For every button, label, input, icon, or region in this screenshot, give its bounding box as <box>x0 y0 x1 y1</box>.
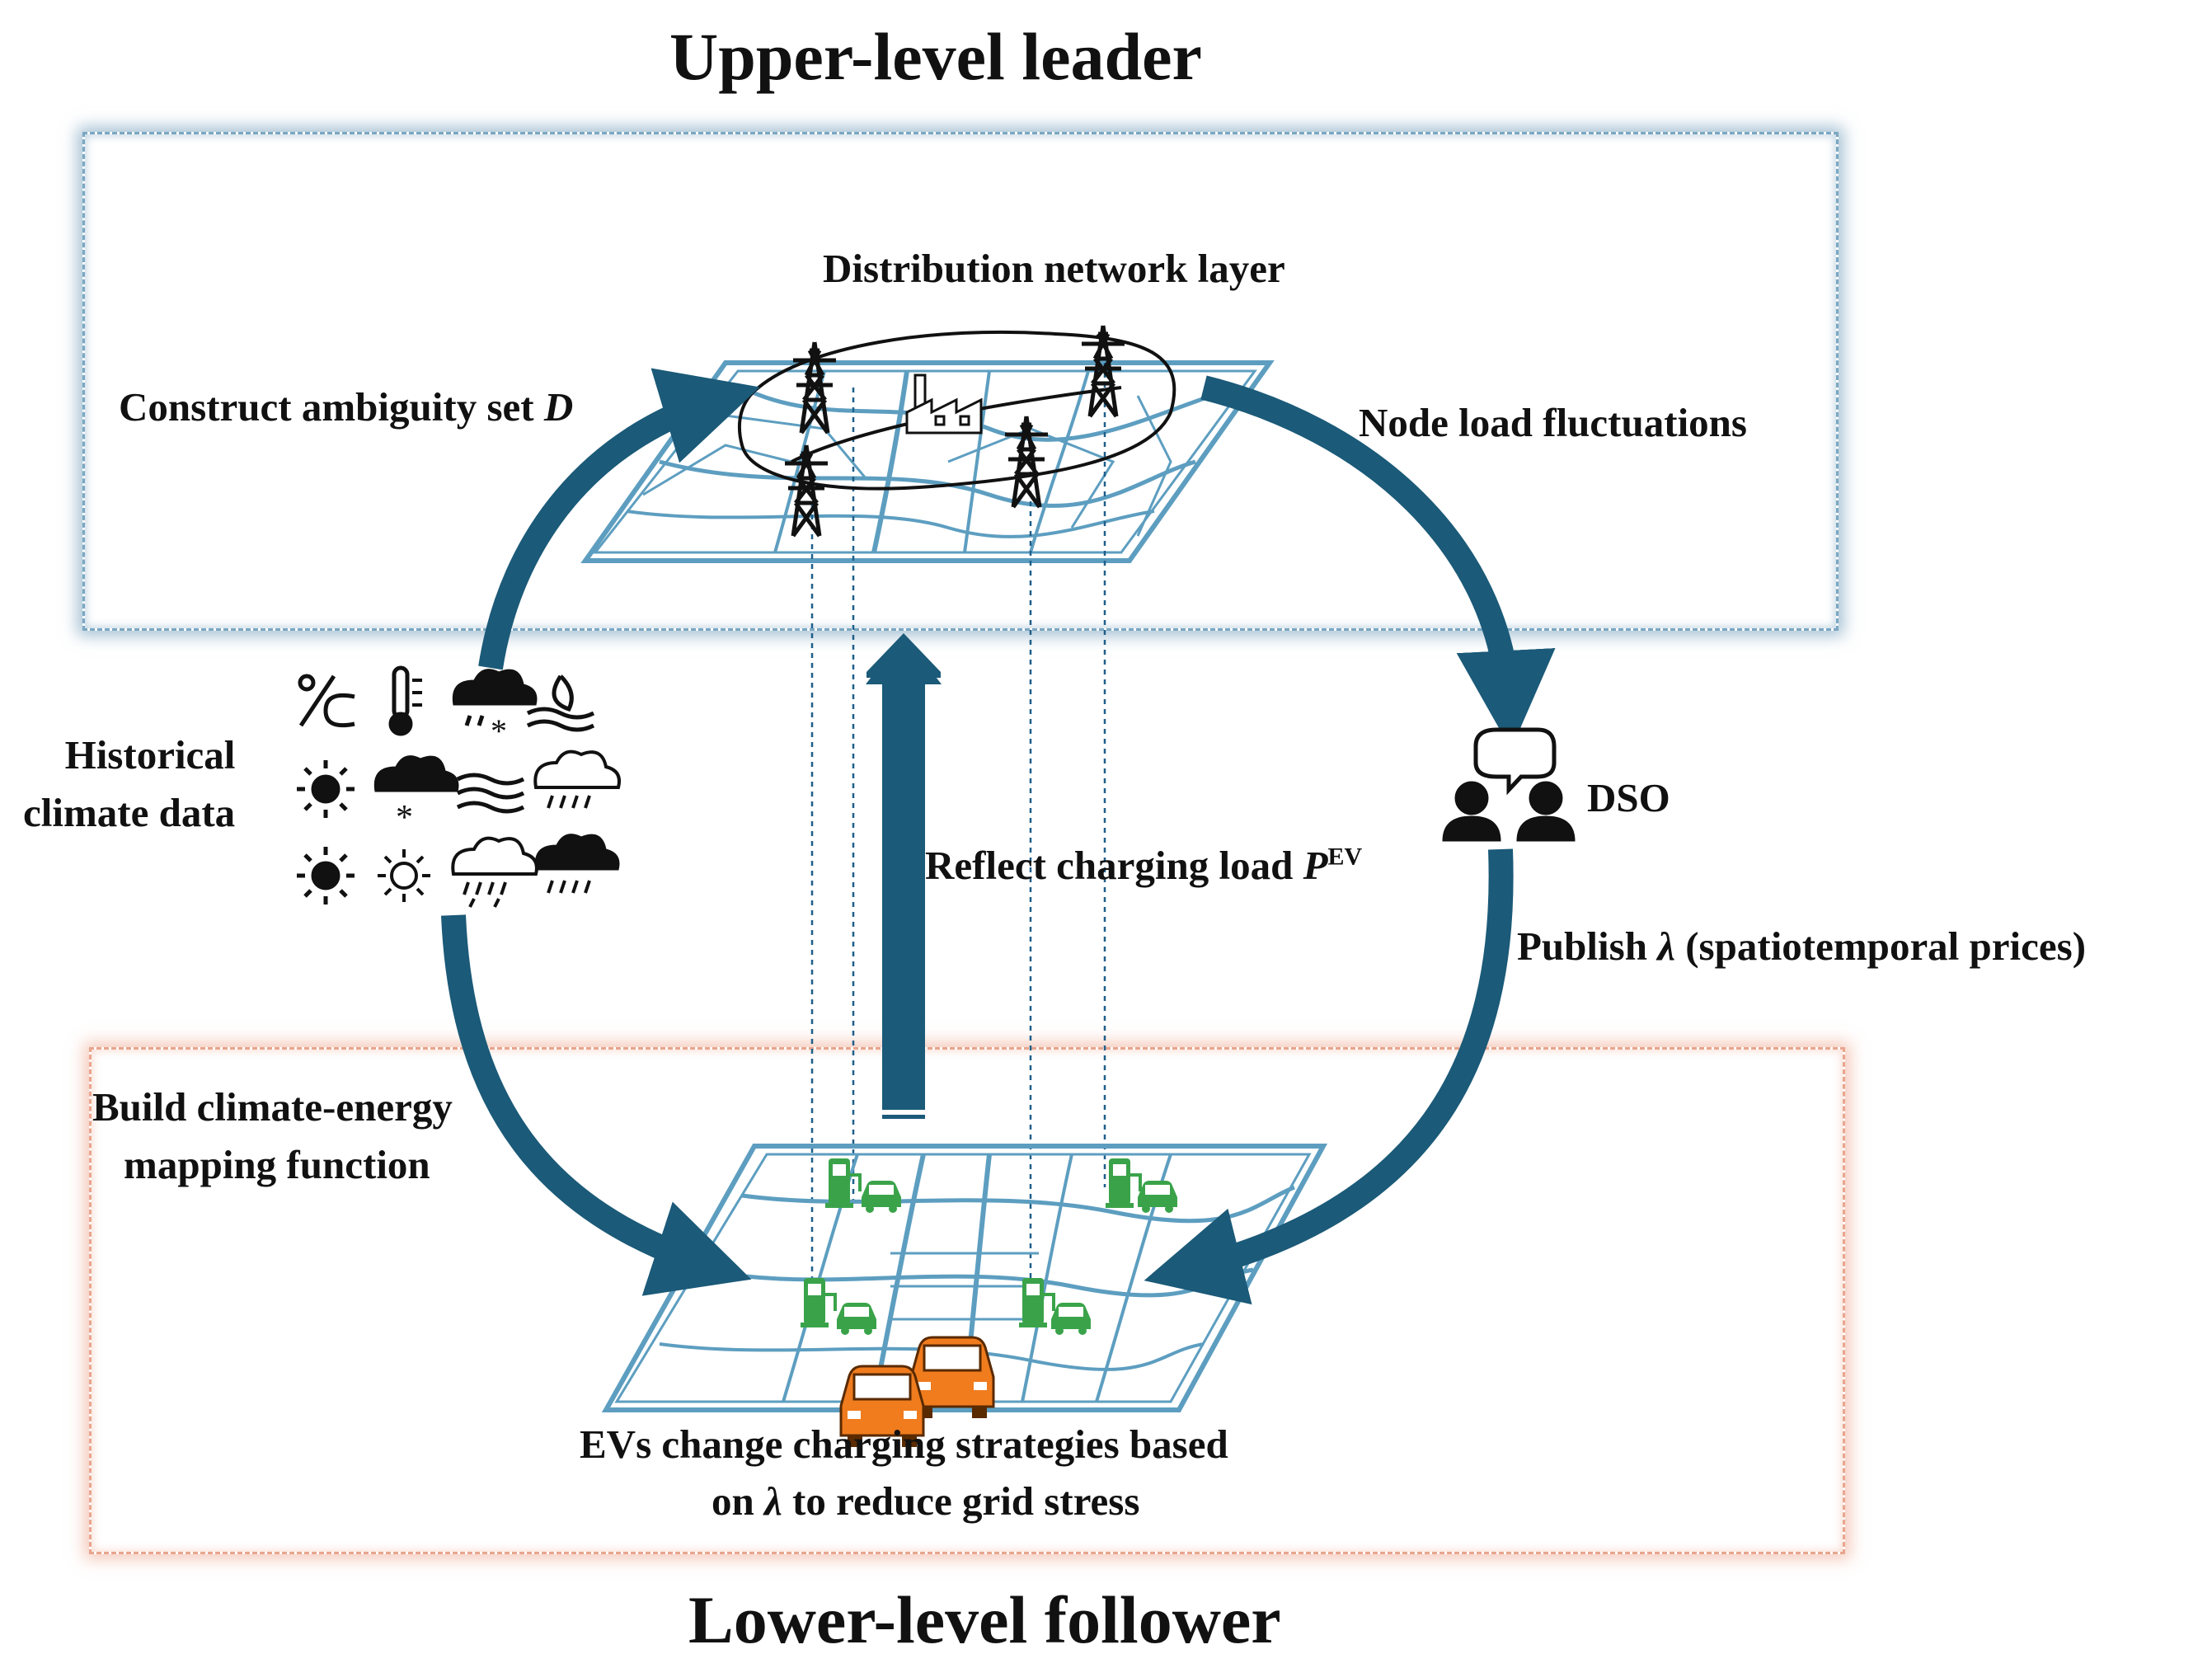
ev-car-icon <box>1138 1181 1177 1213</box>
price-symbol: λ <box>1657 923 1675 969</box>
lower-level-title: Lower-level follower <box>688 1582 1281 1657</box>
evs-price-symbol: λ <box>764 1478 782 1524</box>
people-chat-icon <box>1442 727 1576 842</box>
node-connection-lines <box>810 363 1106 1311</box>
charging-station-icon <box>1104 1157 1142 1210</box>
dso-label: DSO <box>1587 775 1670 820</box>
weather-icons-grid: * * <box>297 665 621 908</box>
construct-ambiguity-label: Construct ambiguity set D <box>119 384 573 430</box>
cycle-arrows <box>441 368 1556 1305</box>
build-mapping-line-2: mapping function <box>124 1142 430 1187</box>
reflect-charging-label: Reflect charging load PEV <box>925 843 1362 889</box>
charging-load-superscript: EV <box>1327 843 1363 871</box>
historical-line-2: climate data <box>23 790 236 835</box>
moon-wind-icon <box>526 674 595 732</box>
sun-outline-icon <box>378 849 430 902</box>
cloud-drizzle-icon <box>451 836 538 908</box>
ev-car-icon <box>862 1181 901 1213</box>
publish-text: Publish <box>1517 923 1658 969</box>
upper-level-frame <box>82 132 1839 631</box>
charging-station-icon <box>1017 1276 1055 1329</box>
cloud-snow-icon: * <box>373 755 459 837</box>
thermometer-icon <box>388 665 422 736</box>
transmission-tower-icon <box>793 342 836 433</box>
evs-strategy-line-2: on λ to reduce grid stress <box>712 1478 1139 1525</box>
reflect-text: Reflect charging load <box>925 843 1303 888</box>
sun-icon <box>297 847 355 904</box>
upper-level-title: Upper-level leader <box>669 19 1202 94</box>
upper-city-map <box>580 360 1275 563</box>
ambiguity-set-symbol: D <box>543 384 574 430</box>
distribution-layer-label: Distribution network layer <box>823 246 1285 291</box>
svg-text:*: * <box>491 712 507 749</box>
charging-station-icon <box>799 1276 837 1329</box>
evs-strategy-line-1: EVs change charging strategies based <box>580 1421 1228 1467</box>
wind-waves-icon <box>456 773 525 814</box>
transmission-tower-icon <box>1005 416 1048 507</box>
ev-car-icon <box>1051 1303 1091 1335</box>
historical-line-1: Historical <box>64 732 236 778</box>
ev-car-icon <box>837 1303 876 1335</box>
sun-icon <box>297 760 355 818</box>
cloud-rain-icon <box>533 749 621 809</box>
evs-text-prefix: on <box>712 1478 765 1524</box>
lower-level-frame <box>89 1047 1845 1554</box>
charging-load-symbol: P <box>1303 843 1328 888</box>
node-load-label: Node load fluctuations <box>1359 400 1748 445</box>
build-mapping-line-1: Build climate-energy <box>92 1084 453 1130</box>
publish-suffix: (spatiotemporal prices) <box>1674 923 2087 969</box>
construct-text: Construct ambiguity set <box>119 384 544 430</box>
cloud-rain-filled-icon <box>534 834 620 894</box>
svg-text:*: * <box>396 799 413 837</box>
publish-prices-label: Publish λ (spatiotemporal prices) <box>1517 923 2086 970</box>
evs-text-suffix: to reduce grid stress <box>782 1478 1140 1524</box>
cloud-rain-snow-icon: * <box>452 669 538 749</box>
reflect-up-arrow <box>866 633 942 1119</box>
percent-celsius-icon <box>298 674 355 728</box>
factory-icon <box>905 374 983 435</box>
charging-stations <box>799 1157 1177 1335</box>
